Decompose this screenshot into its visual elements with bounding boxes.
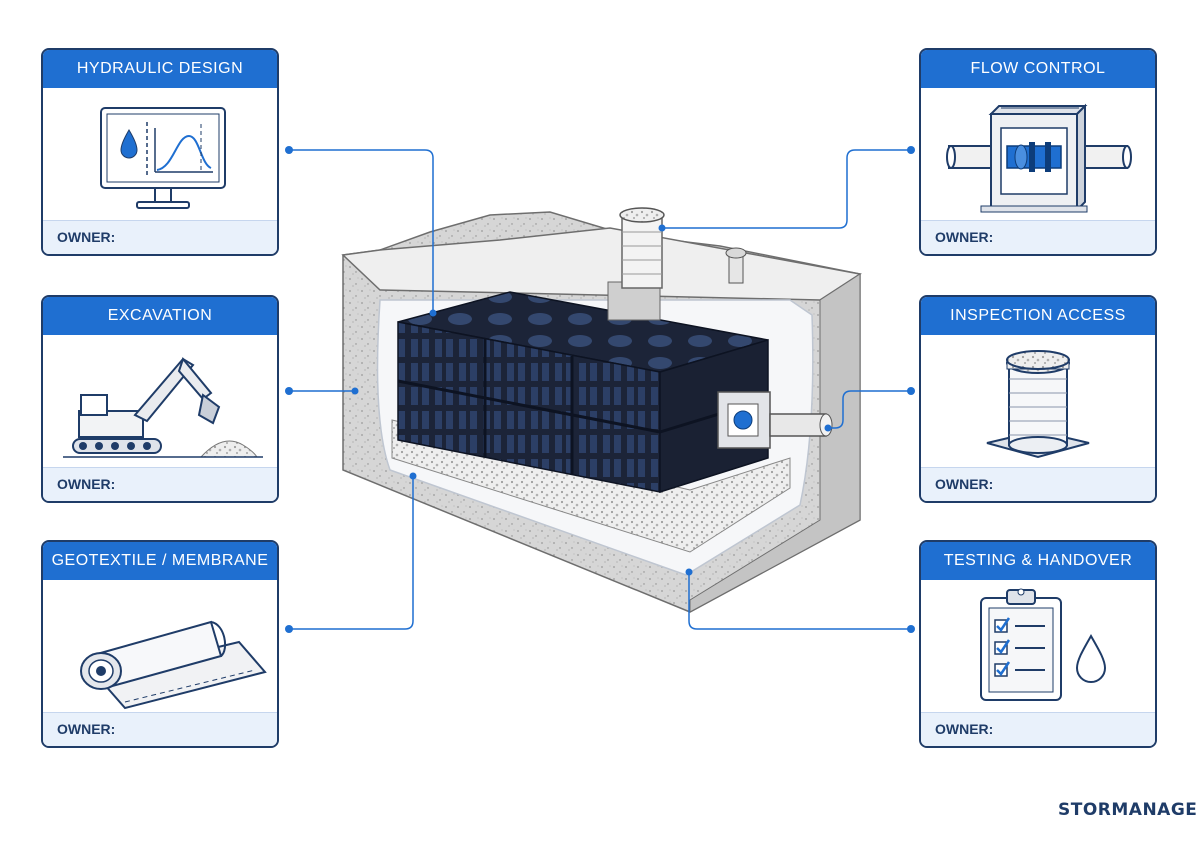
callout-dot — [824, 424, 832, 432]
flow-control-chamber-icon — [946, 103, 1132, 213]
brand-logo: STORMANAGE — [1058, 800, 1198, 820]
outlet-flow-control — [717, 391, 833, 449]
callout-dot — [285, 146, 293, 154]
owner-field[interactable]: OWNER: — [43, 220, 277, 254]
callout-testing-handover — [688, 572, 911, 630]
callout-dot — [907, 146, 915, 154]
card-title: FLOW CONTROL — [921, 50, 1155, 88]
excavator-icon — [63, 356, 263, 458]
inspection-shaft — [607, 207, 665, 321]
clipboard-checklist-icon — [980, 588, 1107, 701]
monitor-chart-icon — [100, 107, 226, 209]
card-title: EXCAVATION — [43, 297, 277, 335]
callout-geotextile — [289, 476, 414, 630]
callout-dot — [685, 568, 693, 576]
callout-hydraulic-design — [289, 149, 434, 313]
geocellular-crates — [397, 291, 769, 494]
card-title: INSPECTION ACCESS — [921, 297, 1155, 335]
callout-inspection-access — [828, 390, 911, 429]
callout-dot — [907, 387, 915, 395]
owner-field[interactable]: OWNER: — [921, 712, 1155, 746]
card-title: GEOTEXTILE / MEMBRANE — [43, 542, 277, 580]
owner-field[interactable]: OWNER: — [921, 220, 1155, 254]
card-testing-handover: TESTING & HANDOVER OWNER: — [919, 540, 1157, 748]
owner-field[interactable]: OWNER: — [921, 467, 1155, 501]
callout-dot — [285, 387, 293, 395]
card-title: HYDRAULIC DESIGN — [43, 50, 277, 88]
card-title: TESTING & HANDOVER — [921, 542, 1155, 580]
fabric-roll-icon — [80, 620, 267, 710]
callout-dot — [409, 472, 417, 480]
callout-flow-control — [662, 149, 911, 229]
callout-dot — [658, 224, 666, 232]
owner-field[interactable]: OWNER: — [43, 712, 277, 746]
callout-dot — [429, 309, 437, 317]
card-inspection-access: INSPECTION ACCESS OWNER: — [919, 295, 1157, 503]
vent-pipe — [725, 247, 747, 284]
callout-dot — [907, 625, 915, 633]
inspection-shaft-icon — [986, 350, 1090, 459]
card-excavation: EXCAVATION OWNER: — [41, 295, 279, 503]
card-geotextile-membrane: GEOTEXTILE / MEMBRANE OWNER: — [41, 540, 279, 748]
card-hydraulic-design: HYDRAULIC DESIGN OWNER: — [41, 48, 279, 256]
owner-field[interactable]: OWNER: — [43, 467, 277, 501]
callout-dot — [285, 625, 293, 633]
card-flow-control: FLOW CONTROL OWNER: — [919, 48, 1157, 256]
callout-dot — [351, 387, 359, 395]
